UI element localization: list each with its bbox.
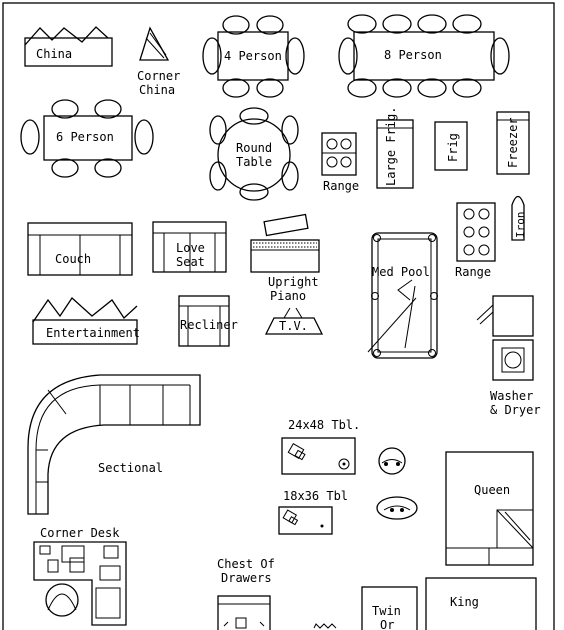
place-setting-1 xyxy=(378,447,406,475)
round-table-label-2: Table xyxy=(236,155,272,169)
range-label-1: Range xyxy=(323,179,359,193)
love-seat-label-1: Love xyxy=(176,241,205,255)
king-bed: King xyxy=(425,577,537,630)
tbl-24x48-label: 24x48 Tbl. xyxy=(288,418,360,432)
entertainment-label: Entertainment xyxy=(46,326,140,340)
table-24x48: 24x48 Tbl. xyxy=(281,418,360,475)
ironing-board: Iron xyxy=(511,195,527,241)
queen-label: Queen xyxy=(474,483,510,497)
eight-person-label: 8 Person xyxy=(384,48,442,62)
pool-table: Med Pool xyxy=(367,232,438,359)
frig-label: Frig xyxy=(446,133,460,162)
nite-stand-partial xyxy=(313,623,337,629)
recliner: Recliner xyxy=(178,295,238,347)
freezer-label: Freezer xyxy=(506,117,520,168)
washer-label-1: Washer xyxy=(490,389,533,403)
large-frig-label: Large Frig. xyxy=(384,107,398,186)
sectional-sofa: Sectional xyxy=(27,374,201,515)
love-seat-label-2: Seat xyxy=(176,255,205,269)
corner-china-label-2: China xyxy=(139,83,175,97)
twin-label-2: Or xyxy=(380,618,394,630)
upright-piano-label-1: Upright xyxy=(268,275,319,289)
four-person-label: 4 Person xyxy=(224,49,282,63)
washer-dryer: Washer & Dryer xyxy=(476,295,541,417)
corner-china-label-1: Corner xyxy=(137,69,180,83)
entertainment-center: Entertainment xyxy=(32,297,140,345)
chest-label-1: Chest Of xyxy=(217,557,275,571)
television: T.V. xyxy=(264,307,324,335)
upright-piano: Upright Piano xyxy=(250,213,320,303)
sheet-border xyxy=(2,2,555,630)
couch-label: Couch xyxy=(55,252,91,266)
round-table: Round Table xyxy=(209,107,299,201)
recliner-label: Recliner xyxy=(180,318,238,332)
upright-piano-label-2: Piano xyxy=(270,289,306,303)
corner-desk: Corner Desk xyxy=(33,526,127,626)
corner-desk-label: Corner Desk xyxy=(40,526,120,540)
four-person-table: 4 Person xyxy=(202,15,305,98)
king-label: King xyxy=(450,595,479,609)
fridge: Frig xyxy=(434,121,468,171)
range-label-2: Range xyxy=(455,265,491,279)
chest-label-2: Drawers xyxy=(221,571,272,585)
eight-person-table: 8 Person xyxy=(338,14,510,98)
love-seat: Love Seat xyxy=(152,221,227,273)
tv-label: T.V. xyxy=(279,319,308,333)
round-table-label-1: Round xyxy=(236,141,272,155)
large-fridge: Large Frig. xyxy=(376,107,414,189)
couch: Couch xyxy=(27,222,133,276)
range-stove-1: Range xyxy=(321,132,359,193)
range-stove-2: Range xyxy=(455,202,496,279)
chest-of-drawers: Chest Of Drawers xyxy=(217,557,275,630)
twin-bed: Twin Or xyxy=(361,586,418,630)
six-person-table: 6 Person xyxy=(20,99,154,178)
corner-china: Corner China xyxy=(137,26,180,97)
china-cabinet: China xyxy=(24,26,113,67)
china-label: China xyxy=(36,47,72,61)
med-pool-label: Med Pool xyxy=(372,265,430,279)
twin-label-1: Twin xyxy=(372,604,401,618)
washer-label-2: & Dryer xyxy=(490,403,541,417)
tbl-18x36-label: 18x36 Tbl xyxy=(283,489,348,503)
queen-bed: Queen xyxy=(445,451,534,566)
table-18x36: 18x36 Tbl xyxy=(278,489,348,535)
freezer: Freezer xyxy=(496,111,530,175)
iron-label: Iron xyxy=(514,212,527,239)
sectional-label: Sectional xyxy=(98,461,163,475)
six-person-label: 6 Person xyxy=(56,130,114,144)
place-setting-2 xyxy=(376,496,418,520)
